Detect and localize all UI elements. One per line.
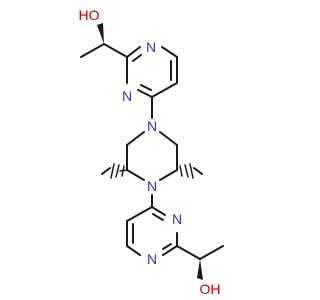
methyl-bond-bottom	[199, 245, 224, 260]
ring-bond	[126, 245, 141, 256]
methyl-bond-left	[101, 167, 111, 175]
hash	[184, 164, 189, 178]
oh-label-bottom: OH	[200, 281, 221, 297]
methyl-left	[101, 163, 128, 179]
ring-bond	[126, 169, 145, 181]
structure-canvas: HO N N N N N N OH	[78, 7, 224, 297]
methyl-right	[179, 163, 203, 179]
hash	[115, 164, 120, 178]
molecule-structure: HO N N N N N N OH	[79, 7, 224, 297]
ring-bond	[137, 89, 153, 98]
wedge-bond-top	[97, 23, 104, 44]
bottom-pyrimidine-ring	[126, 206, 178, 256]
n-label-bottom-ring-upper: N	[172, 211, 182, 227]
ring-bond	[159, 131, 178, 146]
n-label-piperazine-bottom: N	[147, 178, 157, 194]
n-label-piperazine-top: N	[147, 118, 157, 134]
ring-double-bond	[140, 84, 152, 91]
ring-bond	[151, 82, 178, 98]
wedge-bond-bottom	[197, 259, 203, 280]
ring-bond	[159, 169, 178, 181]
hash	[189, 163, 194, 179]
top-pyrimidine-ring	[126, 46, 178, 98]
hash	[121, 165, 125, 177]
ring-bond	[126, 206, 153, 222]
n-label-bottom-ring-lower: N	[147, 251, 157, 267]
oh-label-top: HO	[79, 7, 100, 23]
ring-bond	[151, 206, 166, 216]
ring-double-bond	[152, 213, 164, 221]
ring-double-bond	[132, 54, 142, 62]
piperazine-ring	[126, 131, 178, 181]
ring-bond	[161, 46, 178, 58]
hash	[179, 165, 183, 177]
methyl-bond-right	[193, 167, 203, 175]
chiral-to-ring-bond-bottom	[176, 245, 201, 260]
bottom-hydroxyethyl-group	[176, 245, 224, 280]
hash	[110, 163, 115, 179]
top-hydroxyethyl-group	[80, 23, 128, 58]
ring-double-bond	[162, 243, 172, 250]
ring-bond	[126, 131, 145, 146]
ring-bond	[126, 46, 141, 58]
ring-bond	[162, 245, 178, 256]
methyl-bond-top	[80, 43, 105, 58]
n-label-top-ring-upper: N	[146, 39, 156, 55]
n-label-top-ring-lower: N	[122, 88, 132, 104]
chiral-to-ring-bond-top	[103, 43, 128, 58]
